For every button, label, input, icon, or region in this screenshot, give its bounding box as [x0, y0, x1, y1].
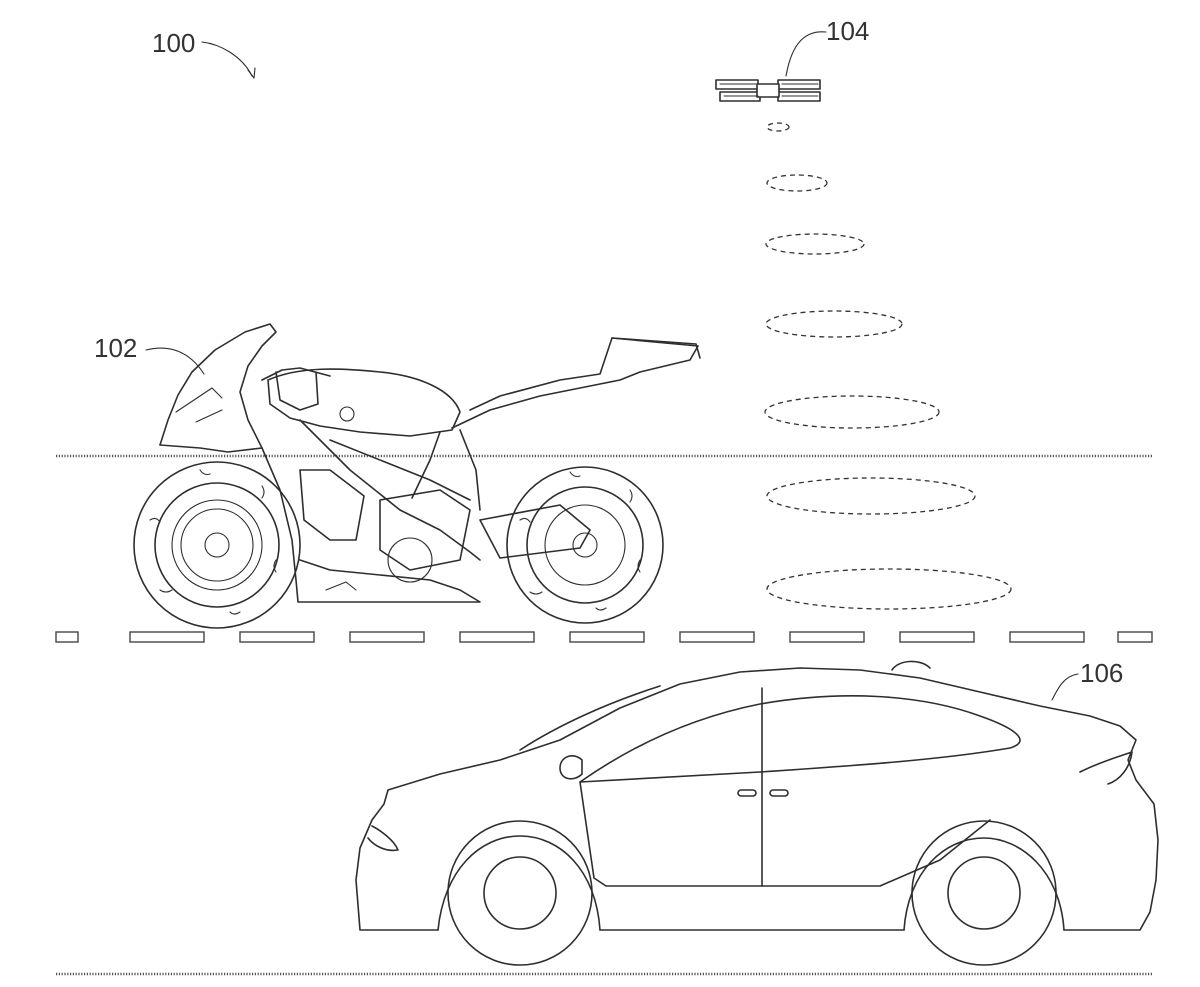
lane-dash	[459, 631, 535, 643]
label-satellite: 104	[826, 16, 869, 46]
lane-dash	[129, 631, 205, 643]
car-rear-wheel	[911, 820, 1057, 966]
motorcycle-fairing	[159, 323, 481, 603]
car-side-mirror	[559, 755, 583, 780]
lane-dash	[349, 631, 425, 643]
lane-divider	[55, 631, 1153, 643]
car-body	[355, 667, 1159, 931]
lane-dash	[899, 631, 975, 643]
lane-dash	[239, 631, 315, 643]
label-system: 100	[152, 28, 195, 58]
motorcycle-handlebar	[261, 367, 331, 411]
satellite-signal-beams	[764, 122, 1012, 610]
signal-beam-ring	[765, 310, 903, 338]
signal-beam-ring	[766, 122, 790, 132]
label-motorcycle: 102	[94, 333, 137, 363]
motorcycle-engine	[299, 469, 471, 571]
label-102-group: 102	[94, 333, 205, 375]
car-headlight	[367, 825, 399, 852]
lane-dash	[679, 631, 755, 643]
car-door-handle-rear	[769, 789, 789, 797]
leader-line-100	[201, 41, 253, 77]
car-door-handle-front	[737, 789, 757, 797]
label-car: 106	[1080, 658, 1123, 688]
road	[55, 454, 1153, 976]
car-front-wheel-arch	[437, 835, 601, 931]
lane-dash	[1117, 631, 1153, 643]
signal-beam-ring	[765, 233, 865, 255]
car-taillight	[1079, 751, 1133, 785]
label-100-group: 100	[152, 28, 256, 79]
car-window	[579, 695, 1021, 783]
label-104-group: 104	[785, 16, 869, 77]
motorcycle	[133, 323, 701, 629]
label-106-group: 106	[1051, 658, 1123, 701]
motorcycle-tank	[267, 368, 461, 437]
motorcycle-seat	[451, 337, 699, 429]
leader-line-102	[145, 347, 205, 375]
signal-beam-ring	[764, 395, 940, 429]
motorcycle-front-wheel	[133, 461, 301, 629]
motorcycle-rear-wheel	[506, 466, 664, 624]
lane-dash	[789, 631, 865, 643]
lane-dash	[55, 631, 79, 643]
car-door-line	[579, 781, 991, 887]
satellite-icon	[715, 79, 821, 102]
car-front-wheel	[447, 820, 593, 966]
lane-dash	[1009, 631, 1085, 643]
signal-beam-ring	[766, 568, 1012, 610]
car-a-pillar	[519, 685, 661, 751]
lane-dash	[569, 631, 645, 643]
car-roof-fin	[891, 660, 931, 671]
leader-line-106	[1051, 673, 1079, 701]
leader-line-104	[785, 31, 827, 77]
motorcycle-frame	[299, 419, 591, 561]
signal-beam-ring	[766, 174, 828, 192]
car	[355, 660, 1159, 966]
signal-beam-ring	[766, 477, 976, 515]
car-rear-wheel-arch	[903, 837, 1065, 931]
